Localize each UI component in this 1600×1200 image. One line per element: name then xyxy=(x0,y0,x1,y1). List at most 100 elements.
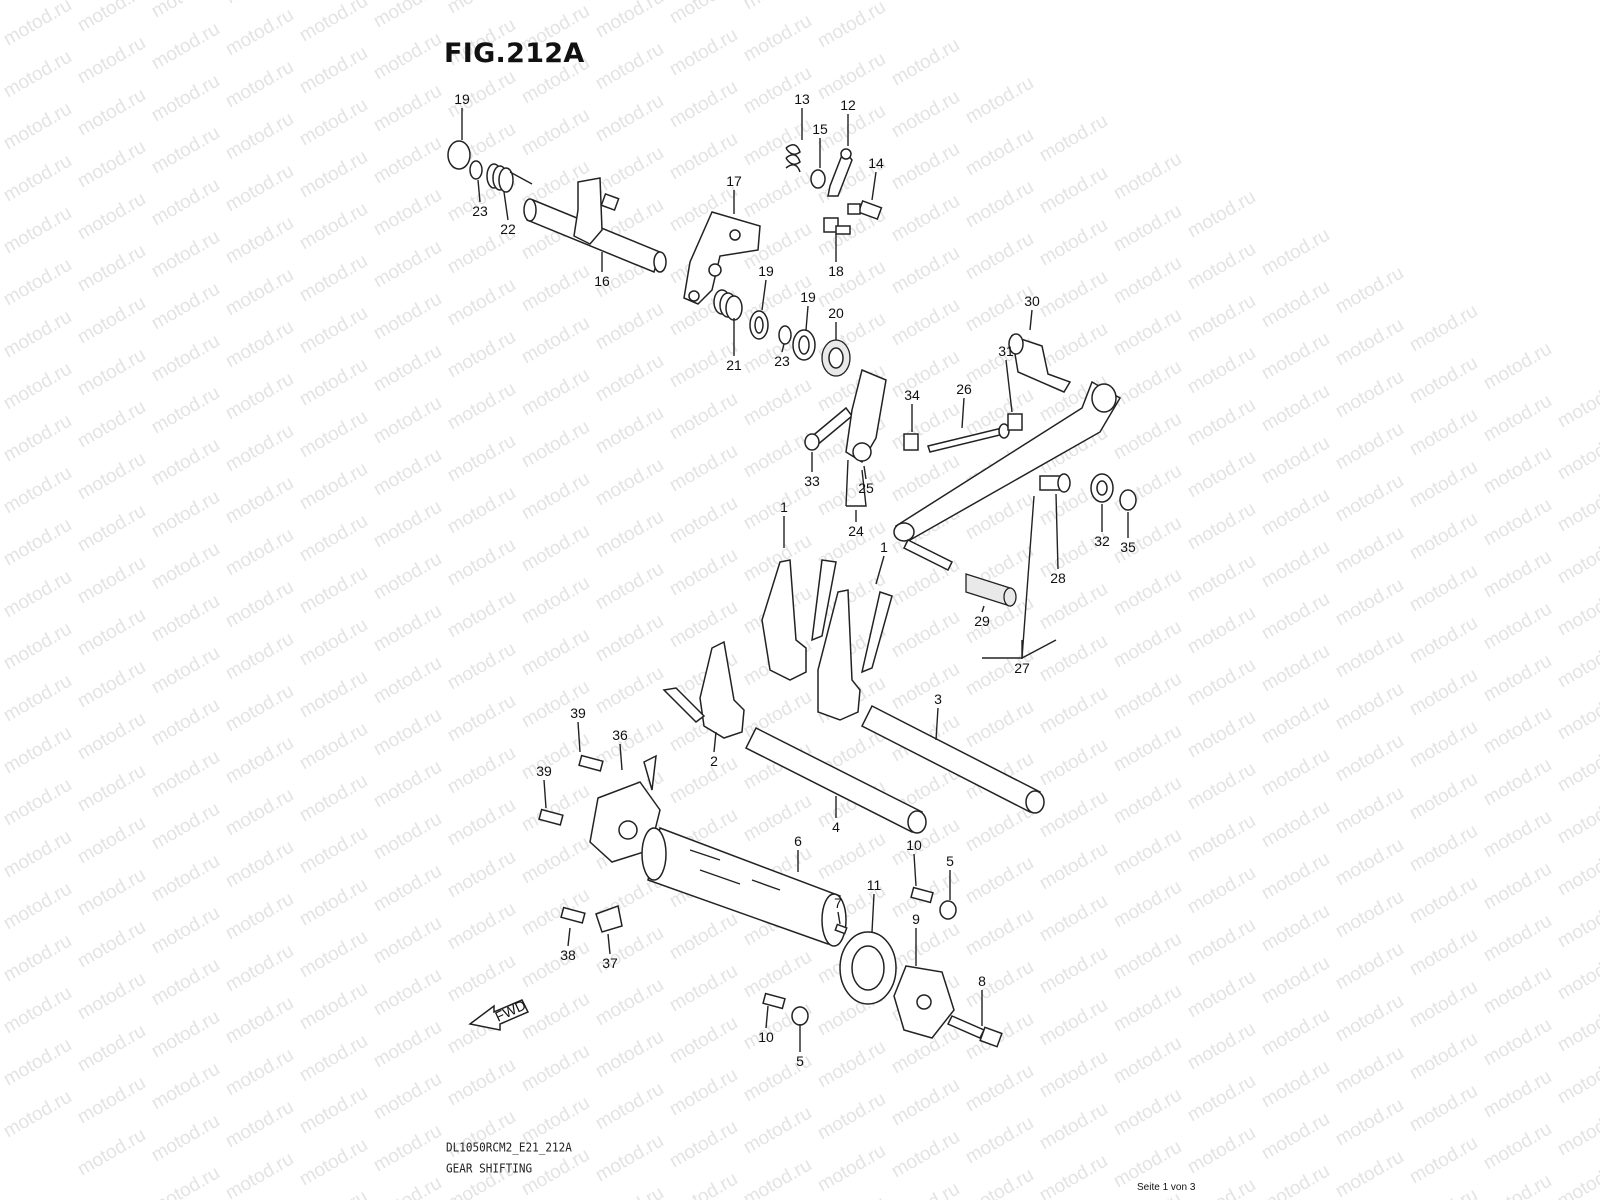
part-pin-8 xyxy=(946,1015,1003,1048)
part-gearshift-lever-27 xyxy=(893,380,1122,572)
callout-label-11: 11 xyxy=(867,877,882,893)
callout-label-2: 2 xyxy=(710,753,718,769)
callout-leader-19 xyxy=(761,279,767,311)
callout-label-13: 13 xyxy=(794,91,810,107)
callout-leader-38 xyxy=(567,927,571,947)
part-rubber-29 xyxy=(965,573,1017,607)
part-spring-13 xyxy=(785,144,801,173)
callout-label-27: 27 xyxy=(1014,660,1030,676)
callout-label-18: 18 xyxy=(828,263,844,279)
callout-leader-25 xyxy=(863,465,867,480)
part-stopper-36 xyxy=(589,754,661,863)
part-screw-10-a xyxy=(910,886,934,904)
part-shaft-3 xyxy=(860,704,1045,814)
callout-label-4: 4 xyxy=(832,819,840,835)
fwd-arrow-icon xyxy=(468,999,530,1031)
callout-leader-14 xyxy=(871,171,877,201)
part-bolt-33 xyxy=(804,406,854,451)
callout-label-19: 19 xyxy=(800,289,816,305)
part-circlip-19-top xyxy=(447,140,471,170)
part-nut-31 xyxy=(1007,413,1023,431)
part-plate-37 xyxy=(595,904,623,933)
callout-leader-39 xyxy=(577,721,581,753)
callout-leader-37 xyxy=(607,933,611,955)
callout-label-28: 28 xyxy=(1050,570,1066,586)
callout-label-29: 29 xyxy=(974,613,990,629)
callout-label-17: 17 xyxy=(726,173,742,189)
part-rod-26 xyxy=(927,423,1010,453)
page-indicator: Seite 1 von 3 xyxy=(1137,1182,1196,1193)
callout-label-23: 23 xyxy=(472,203,488,219)
callout-label-19: 19 xyxy=(454,91,470,107)
figure-title: FIG.212A xyxy=(444,38,585,69)
part-oil-seal-20 xyxy=(821,339,851,377)
part-shift-drum-6 xyxy=(641,826,847,947)
callout-leader-11 xyxy=(871,893,875,933)
fwd-label: FWD xyxy=(493,997,529,1025)
part-washer-15 xyxy=(810,169,826,189)
callout-label-3: 3 xyxy=(934,691,942,707)
part-screw-10-b xyxy=(762,992,786,1010)
part-drawings xyxy=(447,140,1137,1048)
callout-label-22: 22 xyxy=(500,221,516,237)
callout-label-15: 15 xyxy=(812,121,828,137)
part-lever-25 xyxy=(845,368,887,464)
callout-label-39: 39 xyxy=(536,763,552,779)
callout-label-9: 9 xyxy=(912,911,920,927)
callout-label-14: 14 xyxy=(868,155,884,171)
diagram-description: GEAR SHIFTING xyxy=(446,1161,533,1176)
callout-leader-30 xyxy=(1029,309,1033,331)
diagram-code: DL1050RCM2_E21_212A xyxy=(446,1140,572,1155)
callout-label-6: 6 xyxy=(794,833,802,849)
part-shift-fork-1-b xyxy=(817,589,893,721)
part-pin-18 xyxy=(823,217,851,235)
part-spring-21 xyxy=(713,289,743,321)
callout-label-1: 1 xyxy=(880,539,888,555)
part-washer-32 xyxy=(1090,473,1114,503)
part-shift-shaft-16 xyxy=(523,177,667,274)
callout-label-31: 31 xyxy=(998,343,1014,359)
callout-leader-7 xyxy=(837,911,841,925)
callout-label-38: 38 xyxy=(560,947,576,963)
callout-label-24: 24 xyxy=(848,523,864,539)
callout-leader-28 xyxy=(1055,493,1059,570)
callout-leader-1 xyxy=(875,555,885,585)
bracket-27 xyxy=(982,495,1057,659)
callout-leader-36 xyxy=(619,743,623,771)
callout-label-37: 37 xyxy=(602,955,618,971)
callout-leader-2 xyxy=(713,731,717,753)
callout-label-5: 5 xyxy=(946,853,954,869)
part-washer-5-a xyxy=(939,900,957,920)
callout-label-10: 10 xyxy=(906,837,922,853)
callout-leader-29 xyxy=(981,605,985,613)
callout-label-10: 10 xyxy=(758,1029,774,1045)
callout-label-8: 8 xyxy=(978,973,986,989)
part-nut-34 xyxy=(903,433,919,451)
callout-leader-23 xyxy=(477,179,481,203)
callout-leader-10 xyxy=(913,853,917,887)
part-cam-plate-9 xyxy=(893,965,955,1039)
part-pin-7 xyxy=(834,923,848,935)
callout-label-30: 30 xyxy=(1024,293,1040,309)
part-washer-19-b xyxy=(792,329,816,361)
callout-label-34: 34 xyxy=(904,387,920,403)
part-shift-fork-2 xyxy=(662,640,745,739)
part-washer-5-b xyxy=(791,1006,809,1026)
callout-label-26: 26 xyxy=(956,381,972,397)
callout-labels: 1123455678910101112131415161718191919202… xyxy=(454,91,1136,1069)
part-washer-19-a xyxy=(749,310,769,340)
callout-leader-3 xyxy=(935,707,939,741)
callout-label-19: 19 xyxy=(758,263,774,279)
part-pin-28 xyxy=(1039,473,1071,493)
callout-label-12: 12 xyxy=(840,97,856,113)
callout-label-7: 7 xyxy=(834,895,842,911)
part-circlip-23-mid xyxy=(778,325,792,345)
part-screw-38 xyxy=(560,906,586,924)
callout-label-39: 39 xyxy=(570,705,586,721)
callout-leader-10 xyxy=(765,1005,769,1029)
part-bolt-14 xyxy=(847,199,883,221)
part-bolt-39-b xyxy=(538,808,564,826)
callout-leaders xyxy=(461,108,1129,1052)
part-pivot-bolt-30 xyxy=(1008,333,1072,393)
